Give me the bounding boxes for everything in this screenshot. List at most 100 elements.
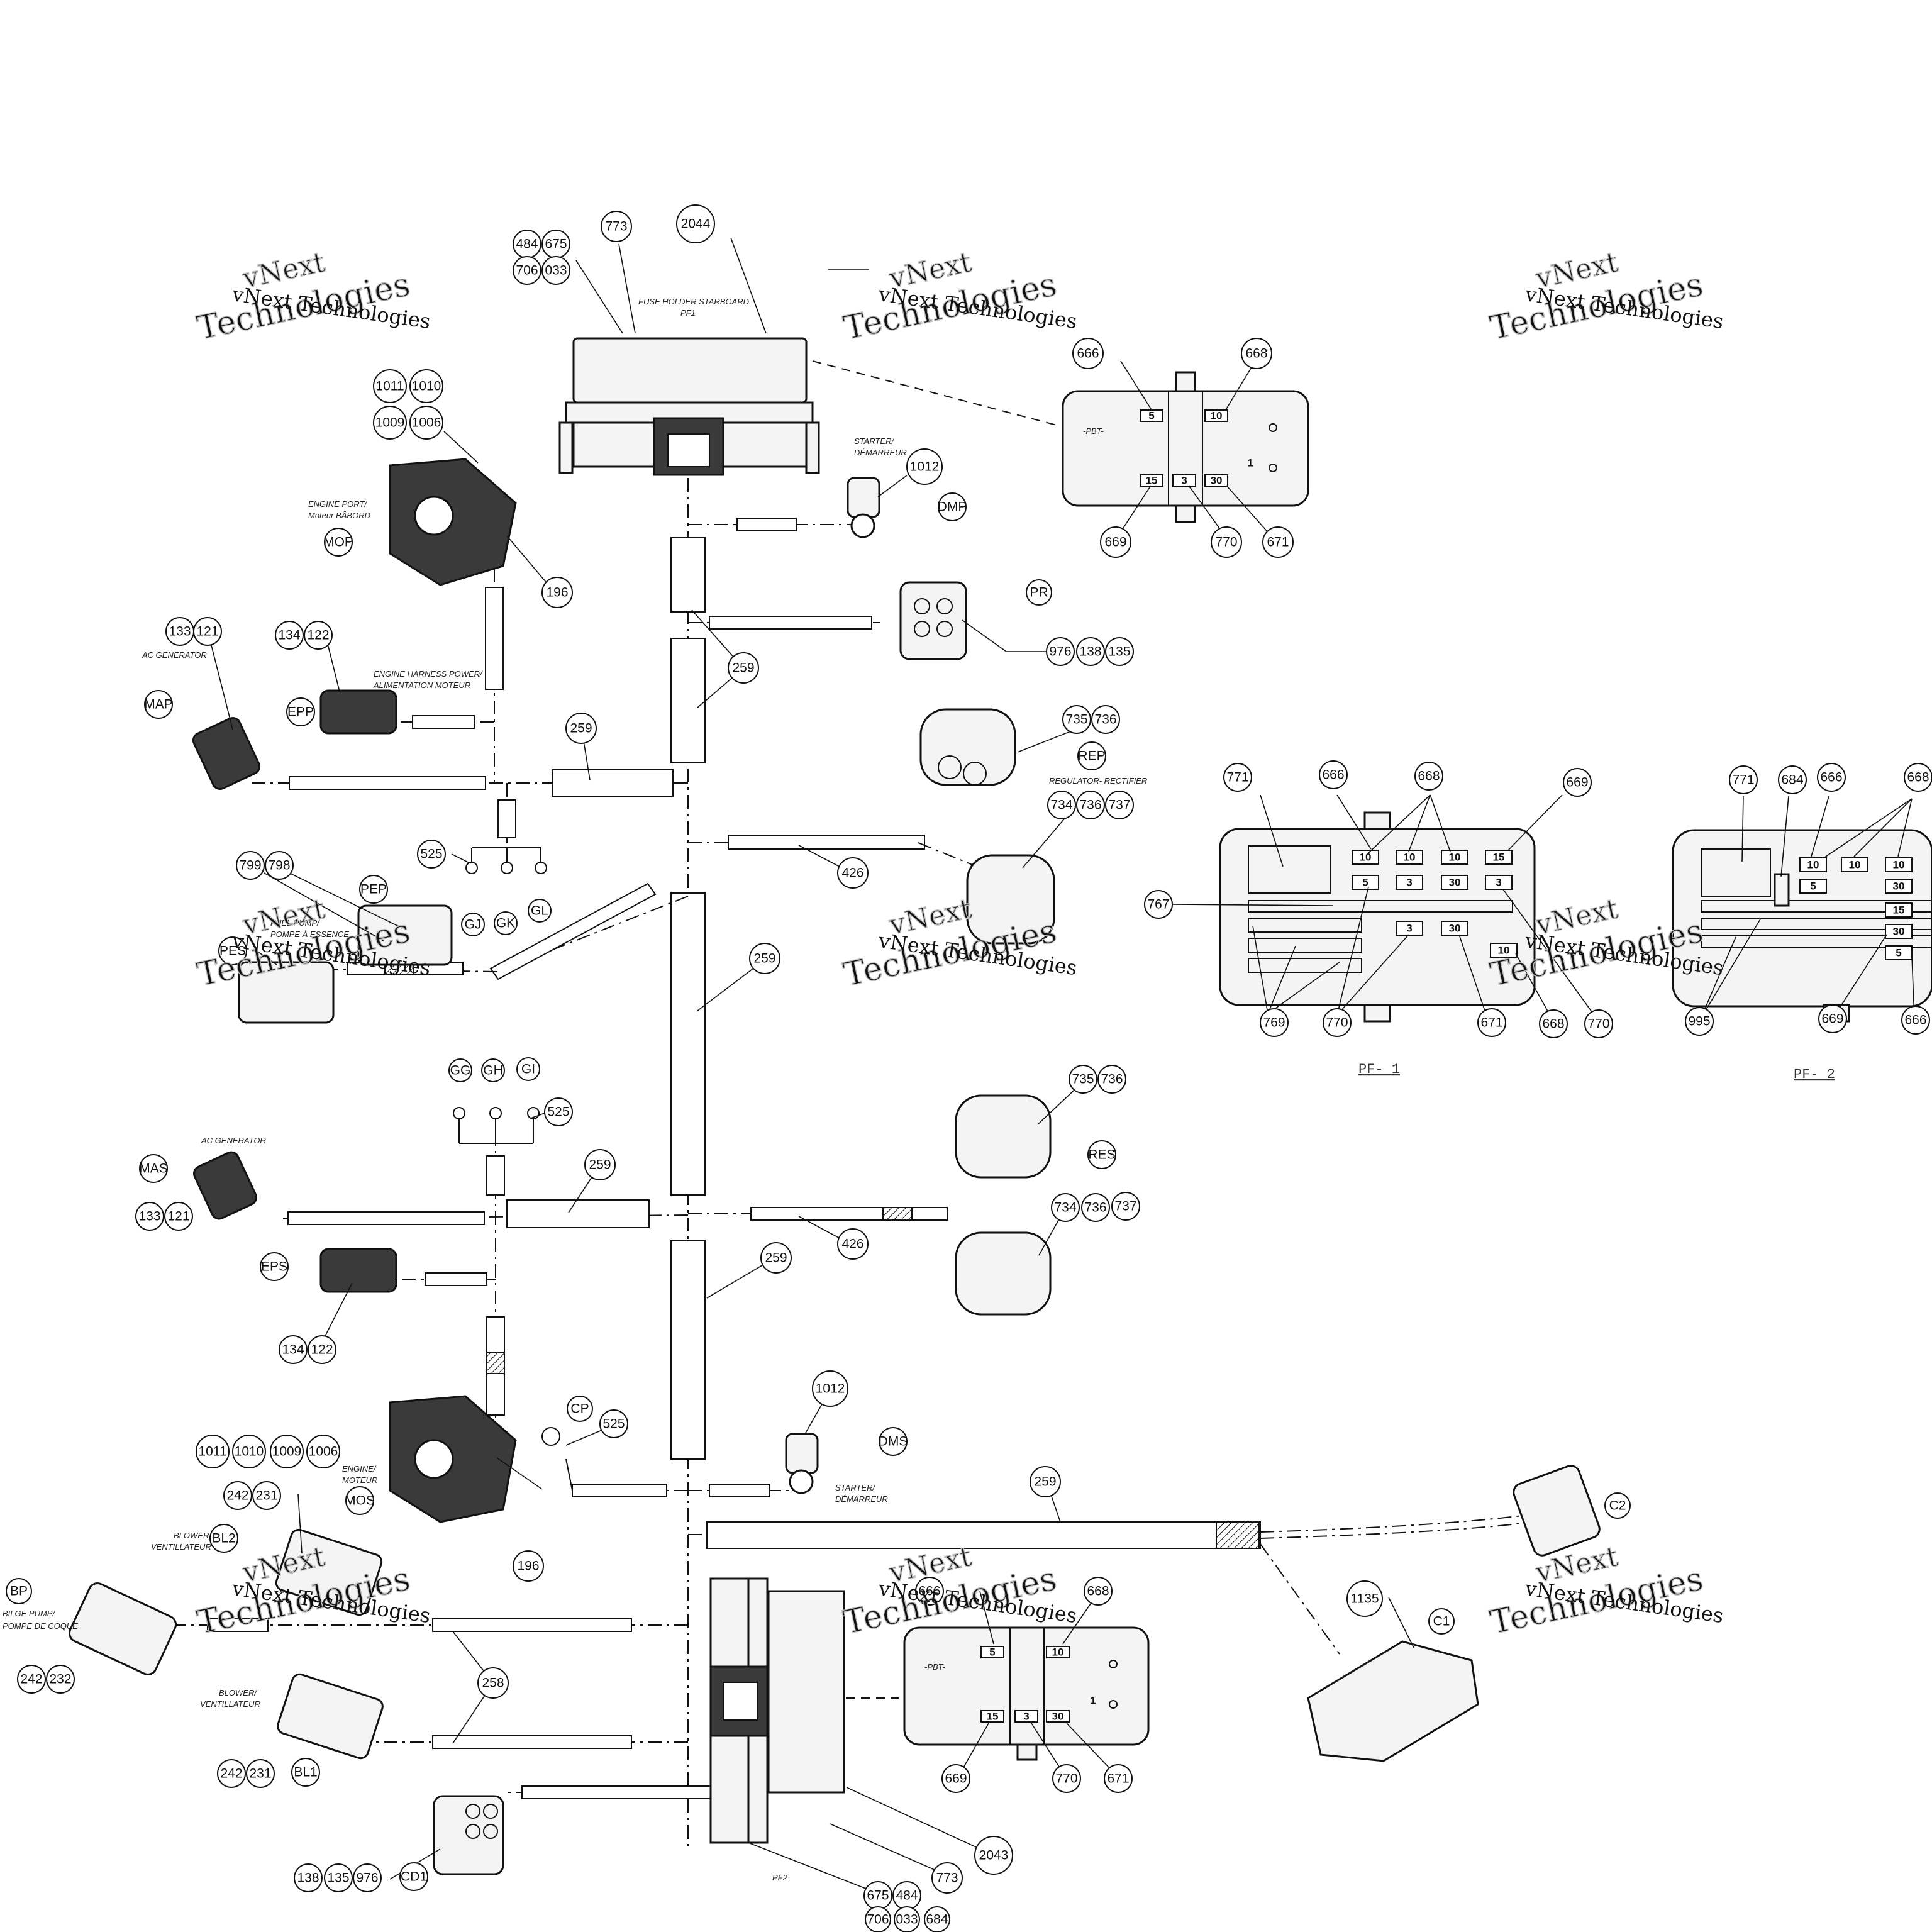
svg-text:10: 10: [1211, 410, 1223, 422]
svg-text:30: 30: [1449, 923, 1461, 935]
slot-pf1-r1-10b: 10: [1396, 850, 1423, 865]
callout-669-pf1: 669: [1563, 768, 1592, 797]
caption-bilge-2: POMPE DE COQUE: [3, 1621, 78, 1631]
leader-lines: [208, 237, 1915, 1895]
slot-pf2-10a: 10: [1799, 857, 1827, 872]
callout-773-bottom: 773: [931, 1862, 963, 1894]
callout-259-a: 259: [728, 652, 759, 684]
callout-c1: C1: [1428, 1608, 1455, 1635]
svg-text:671: 671: [1267, 535, 1289, 550]
fuse-box-pf2-view: [1672, 829, 1932, 1023]
callout-736-c: 736: [1097, 1065, 1126, 1094]
svg-text:1010: 1010: [235, 1445, 264, 1459]
caption-fuse-holder-starboard: FUSE HOLDER STARBOARD: [638, 297, 749, 306]
svg-text:135: 135: [327, 1871, 349, 1885]
ring-terminals-mid: [453, 1107, 540, 1119]
callout-232: 232: [46, 1665, 75, 1694]
fuse-holder-pf2: [709, 1577, 899, 1844]
callout-736-d: 736: [1081, 1193, 1110, 1222]
caption-fuel-pump-2: POMPE À ESSENCE: [270, 930, 349, 939]
callout-734-b: 734: [1051, 1193, 1080, 1222]
svg-text:734: 734: [1050, 798, 1072, 813]
svg-text:PES: PES: [219, 944, 246, 958]
svg-text:735: 735: [1072, 1072, 1094, 1087]
lower-branches: [170, 1515, 1523, 1799]
callout-res: RES: [1087, 1140, 1116, 1169]
svg-text:C2: C2: [1609, 1499, 1626, 1513]
callout-2044: 2044: [676, 204, 715, 243]
svg-text:737: 737: [1108, 798, 1130, 813]
svg-text:675: 675: [867, 1889, 889, 1903]
callout-cd1: CD1: [399, 1862, 428, 1891]
svg-text:736: 736: [1101, 1072, 1123, 1087]
svg-text:10: 10: [1849, 859, 1861, 871]
svg-text:770: 770: [1587, 1017, 1609, 1031]
svg-text:1012: 1012: [910, 460, 940, 474]
caption-pf2: PF2: [772, 1873, 788, 1882]
svg-text:684: 684: [1781, 773, 1803, 787]
callout-736-b: 736: [1076, 791, 1105, 819]
regulator-connector-res-a: [955, 1094, 1052, 1179]
caption-regulator: REGULATOR- RECTIFIER: [1049, 776, 1147, 786]
svg-text:771: 771: [1226, 770, 1248, 785]
callout-1012-bottom: 1012: [812, 1370, 848, 1407]
svg-text:MOS: MOS: [345, 1494, 375, 1508]
callout-767: 767: [1144, 890, 1173, 919]
svg-text:GH: GH: [483, 1063, 503, 1078]
regulator-connector-rep-b: [966, 854, 1055, 945]
callout-bp: BP: [6, 1578, 32, 1604]
pf2-label: PF- 2: [1794, 1067, 1835, 1082]
callout-138-bottom: 138: [294, 1863, 323, 1892]
callout-671-pf1: 671: [1477, 1008, 1506, 1037]
svg-text:122: 122: [307, 628, 329, 643]
svg-text:30: 30: [1449, 877, 1461, 889]
svg-text:258: 258: [482, 1676, 504, 1690]
callout-rep: REP: [1077, 741, 1106, 770]
svg-text:706: 706: [516, 264, 538, 278]
svg-text:EPS: EPS: [261, 1260, 287, 1274]
callout-133-mid: 133: [135, 1202, 164, 1231]
caption-engine-moteur-2: MOTEUR: [342, 1475, 377, 1485]
svg-text:666: 666: [1904, 1013, 1926, 1028]
svg-text:1011: 1011: [375, 379, 404, 394]
svg-text:767: 767: [1147, 897, 1169, 912]
fuse-block-detail-top: [1062, 371, 1309, 523]
callout-1010-bottom: 1010: [232, 1435, 266, 1468]
watermark-top-left: vNext Technologies vNext Technologies: [193, 246, 431, 348]
callout-196-top: 196: [541, 577, 573, 608]
svg-text:737: 737: [1114, 1199, 1136, 1214]
callout-122-mid: 122: [308, 1335, 336, 1364]
svg-text:1010: 1010: [412, 379, 441, 394]
callout-671-bottom: 671: [1104, 1764, 1133, 1793]
svg-text:196: 196: [546, 586, 568, 600]
svg-text:3: 3: [1406, 877, 1412, 889]
svg-text:10: 10: [1807, 859, 1819, 871]
slot-bottom-one: 1: [1090, 1695, 1096, 1707]
callout-dmp: DMP: [938, 492, 967, 521]
callout-668-pf2: 668: [1904, 763, 1932, 792]
svg-text:668: 668: [1542, 1017, 1564, 1031]
svg-text:PEP: PEP: [360, 882, 387, 897]
callout-c2: C2: [1604, 1492, 1631, 1519]
slot-top-3: 3: [1172, 474, 1196, 487]
callout-1011-top: 1011: [373, 369, 407, 403]
callout-pep: PEP: [359, 875, 388, 904]
cd1-connector: [433, 1795, 504, 1875]
svg-text:995: 995: [1688, 1014, 1710, 1029]
svg-text:484: 484: [516, 237, 538, 252]
callout-231-bl1: 231: [246, 1759, 275, 1788]
svg-text:734: 734: [1054, 1201, 1076, 1215]
watermark-top-center: vNext Technologies vNext Technologies: [840, 246, 1078, 348]
svg-text:30: 30: [1211, 475, 1223, 487]
slot-pf1-r4-10: 10: [1490, 943, 1518, 958]
ac-generator-connector-mid: [192, 1151, 258, 1220]
svg-text:3: 3: [1181, 475, 1187, 487]
svg-text:MAP: MAP: [144, 697, 173, 712]
callout-1009-bottom: 1009: [270, 1435, 304, 1468]
callout-771-pf1: 771: [1223, 763, 1252, 792]
callout-259-f: 259: [1030, 1466, 1061, 1497]
callout-799: 799: [236, 851, 265, 880]
svg-text:769: 769: [1263, 1016, 1285, 1030]
callout-736-a: 736: [1091, 705, 1120, 734]
svg-text:1135: 1135: [1350, 1592, 1379, 1606]
